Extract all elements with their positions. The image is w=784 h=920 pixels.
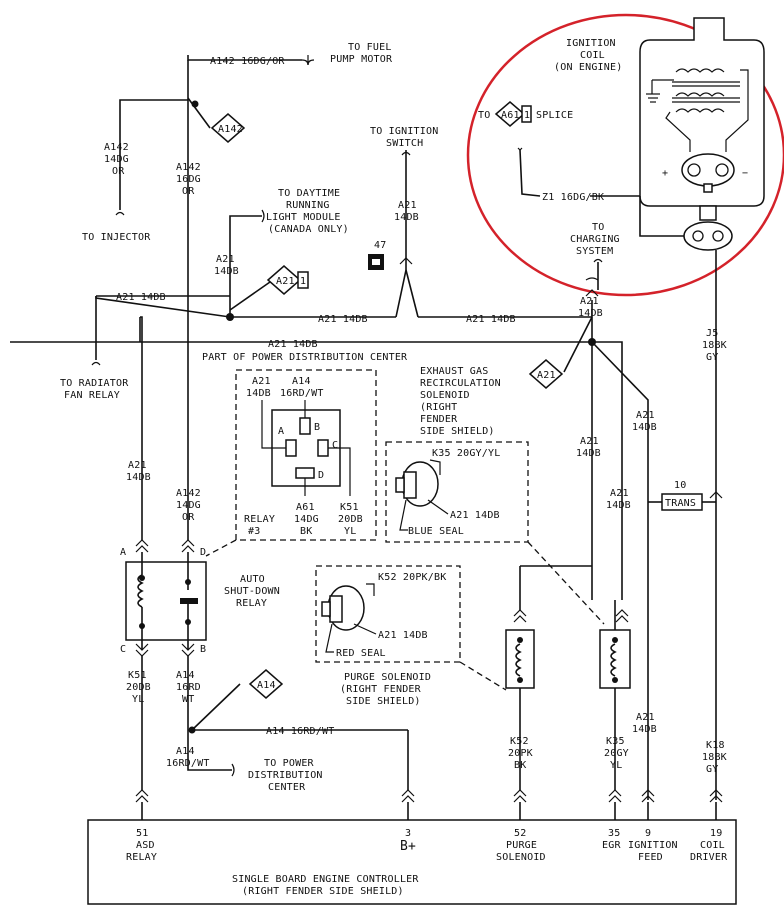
pdc-label: PART OF POWER DISTRIBUTION CENTER [202, 352, 408, 363]
svg-text:1: 1 [300, 276, 306, 287]
svg-text:A21: A21 [276, 276, 295, 287]
svg-text:Z1 16DG/BK: Z1 16DG/BK [542, 192, 604, 203]
ignition-coil: + − [639, 17, 765, 207]
svg-text:K52 20PK/BK: K52 20PK/BK [378, 572, 446, 583]
svg-text:B: B [200, 644, 206, 655]
svg-text:+: + [662, 168, 668, 179]
svg-text:A14 16RD/WT: A14 16RD/WT [266, 726, 334, 737]
svg-text:A21 14DB: A21 14DB [268, 339, 318, 350]
svg-text:A21 14DB: A21 14DB [116, 292, 166, 303]
svg-text:D: D [318, 470, 324, 481]
svg-text:D: D [200, 547, 206, 558]
svg-text:A142: A142 [218, 124, 243, 135]
controller-title: SINGLE BOARD ENGINE CONTROLLER(RIGHT FEN… [232, 874, 419, 897]
relay3-dashed-box [235, 369, 377, 541]
svg-text:A: A [278, 426, 284, 437]
a14-diamond-badge: A14 [248, 669, 284, 699]
svg-text:1: 1 [524, 110, 530, 121]
highlight-circle [466, 13, 784, 297]
svg-text:A21 14DB: A21 14DB [450, 510, 500, 521]
a21-diamond-badge-2: A21 [528, 359, 564, 389]
svg-text:RELAY#3: RELAY#3 [244, 514, 275, 537]
svg-text:BLUE SEAL: BLUE SEAL [408, 526, 464, 537]
svg-text:A21: A21 [537, 370, 556, 381]
svg-text:A21 14DB: A21 14DB [378, 630, 428, 641]
egr-dashed-box [385, 441, 529, 543]
purge-connector [321, 585, 365, 631]
svg-text:B: B [314, 422, 320, 433]
svg-text:A21 14DB: A21 14DB [318, 314, 368, 325]
svg-text:RED SEAL: RED SEAL [336, 648, 386, 659]
svg-text:A61: A61 [501, 110, 520, 121]
svg-text:C: C [332, 440, 338, 451]
svg-text:A14: A14 [257, 680, 276, 691]
a61-splice-ref: TO A61 1 SPLICE [478, 101, 573, 127]
svg-text:C: C [120, 644, 126, 655]
svg-text:A142 16DG/OR: A142 16DG/OR [210, 56, 285, 67]
svg-text:SPLICE: SPLICE [536, 110, 573, 121]
trans-connector: 10 TRANS [648, 480, 723, 511]
svg-text:TRANS: TRANS [665, 498, 696, 509]
svg-text:K35 20GY/YL: K35 20GY/YL [432, 448, 500, 459]
egr-connector [395, 461, 439, 507]
to-injector-label: TO INJECTOR [82, 232, 151, 243]
svg-text:47: 47 [374, 240, 386, 251]
connector-47: 47 [368, 240, 386, 270]
svg-text:10: 10 [674, 480, 686, 491]
svg-text:TO: TO [478, 110, 490, 121]
svg-text:−: − [742, 168, 748, 179]
charging-connector [639, 196, 733, 251]
svg-text:A: A [120, 547, 126, 558]
a21-diamond-badge-1: A21 1 [266, 265, 309, 295]
a142-diamond-badge: A142 [210, 113, 246, 143]
purge-dashed-box [315, 565, 461, 663]
svg-text:A21 14DB: A21 14DB [466, 314, 516, 325]
